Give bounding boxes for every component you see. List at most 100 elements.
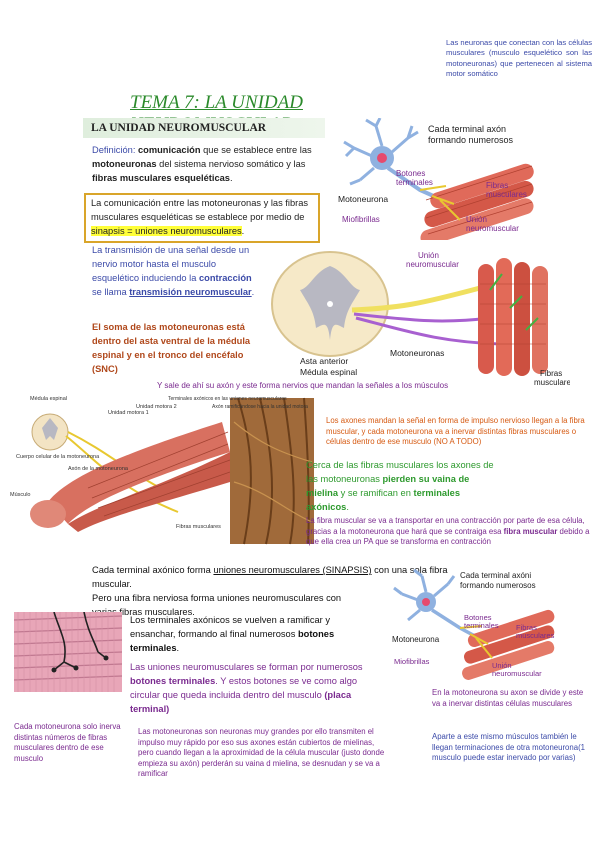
muscle-fiber-bundle — [420, 163, 534, 240]
muscle-photo-svg — [14, 612, 122, 692]
fig2-musculares: musculares — [534, 378, 570, 386]
fig4-neuromuscular: neuromuscular — [492, 669, 542, 678]
muscle-fibers-2 — [478, 258, 548, 376]
definition-fibras: fibras musculares esqueléticas — [92, 172, 230, 183]
fig2-neuromuscular: neuromuscular — [406, 260, 459, 269]
section-header: LA UNIDAD NEUROMUSCULAR — [83, 118, 325, 138]
transmission-p1: La transmisión de una señal desde un ner… — [92, 245, 250, 283]
cada-terminal-d: Pero una fibra nerviosa forma uniones ne… — [92, 592, 342, 617]
soma-paragraph: El soma de las motoneuronas está dentro … — [92, 322, 251, 374]
definition-paragraph: Definición: comunicación que se establec… — [92, 144, 326, 186]
cerca-text3: y se ramifican en — [338, 487, 414, 498]
axones-note: Los axones mandan la señal en forma de i… — [326, 416, 585, 447]
sinapsis-box: La comunicación entre las motoneuronas y… — [84, 193, 320, 243]
cerca-text4: terminales axónicos — [306, 487, 460, 512]
fig3-unidad1: Unidad motora 1 — [108, 410, 149, 416]
fig2-asta1: Asta anterior — [300, 356, 348, 366]
cada-terminal-c: con una sola fibra muscular. — [92, 565, 448, 589]
cerca-text2: pierden su vaina de mielina — [306, 473, 470, 498]
fig4-fibras: Fibras — [516, 623, 537, 632]
transmission-term: transmisión neuromuscular — [129, 286, 252, 297]
axon-caption: Y sale de ahí su axón y este forma nervi… — [157, 381, 449, 390]
fibra-text3: debido a que ella crea un PA que se tran… — [306, 526, 590, 547]
bottom-mid-note: Las motoneuronas son neuronas muy grande… — [138, 727, 385, 779]
fig2-asta2: Médula espinal — [300, 367, 357, 377]
muscle-fiber-bundle-2 — [462, 609, 555, 680]
fig4-musculares: musculares — [516, 631, 555, 640]
fig2-motoneuronas: Motoneuronas — [390, 348, 444, 358]
sinapsis-highlight: sinapsis = uniones neuromusculares — [91, 225, 242, 236]
fig4-union: Unión — [492, 661, 512, 670]
definition-end: . — [229, 172, 233, 183]
cerca-note: Cerca de las fibras musculares los axone… — [306, 459, 502, 515]
uniones-d: (placa terminal) — [130, 689, 352, 714]
definition-text2: del sistema nervioso somático y las — [156, 158, 306, 169]
bottom-right-note-1: En la motoneurona su axon se divide y es… — [432, 688, 584, 708]
fig1-neuromuscular: neuromuscular — [466, 224, 519, 233]
fig4-miofibrillas: Miofibrillas — [394, 657, 430, 666]
spinal-cord-illustration: Unión neuromuscular Motoneuronas Asta an… — [271, 251, 570, 386]
fig3-axon-mot: Axón de la motoneurona — [68, 466, 129, 472]
fig2-fibras: Fibras — [540, 369, 562, 378]
fig3-terminales: Terminales axónicos en las uniones neuro… — [168, 396, 287, 402]
figure-motor-units: Médula espinal Unidad motora 1 Unidad mo… — [8, 392, 320, 548]
fig1-title2: formando numerosos — [428, 135, 514, 145]
fig1-motoneurona: Motoneurona — [338, 194, 388, 204]
terminales-paragraph: Los terminales axónicos se vuelven a ram… — [130, 614, 348, 656]
terminales-b: botones terminales — [130, 628, 335, 653]
figure-motoneuron-2: Cada terminal axóni formando numerosos B… — [390, 568, 560, 682]
bottom-right-note-2: Aparte a este mismo músculos también le … — [432, 732, 585, 763]
motor-units-illustration: Médula espinal Unidad motora 1 Unidad mo… — [10, 396, 314, 545]
figure-motoneuron-1: Cada terminal axón formando numerosos Bo… — [336, 118, 542, 240]
fig4-motoneurona: Motoneurona — [392, 635, 440, 644]
motoneuron-illustration-1: Cada terminal axón formando numerosos Bo… — [336, 118, 542, 240]
cerca-text1: Cerca de las fibras musculares los axone… — [306, 460, 494, 484]
fig3-unidad2: Unidad motora 2 — [136, 404, 177, 410]
transmission-end: . — [251, 286, 255, 297]
cada-terminal-paragraph: Cada terminal axónico forma uniones neur… — [92, 564, 472, 620]
muscle-bundle-3 — [30, 422, 231, 532]
fig4-title2: formando numerosos — [460, 581, 536, 590]
definition-label: Definición: — [92, 145, 136, 155]
fig1-terminales: terminales — [396, 178, 433, 187]
cada-terminal-b: uniones neuromusculares (SINAPSIS) — [213, 565, 372, 575]
definition-text1: que se establece entre las — [200, 145, 312, 155]
bottom-left-note: Cada motoneurona solo inerva distintas n… — [14, 722, 121, 763]
sinapsis-text: La comunicación entre las motoneuronas y… — [91, 198, 309, 222]
terminales-a: Los terminales axónicos se vuelven a ram… — [130, 615, 330, 639]
fig4-title1: Cada terminal axóni — [460, 571, 531, 580]
transmission-p1c: se llama — [92, 286, 130, 297]
fig1-botones: Botones — [396, 169, 425, 178]
cerca-text5: . — [346, 501, 349, 512]
spinal-cord-small — [31, 413, 69, 451]
fig3-musculo: Músculo — [10, 492, 30, 498]
definition-term: comunicación — [138, 145, 201, 155]
transmission-paragraph: La transmisión de una señal desde un ner… — [92, 244, 264, 300]
fibra-text1: La fibra muscular se va a transportar en… — [306, 516, 585, 536]
fig3-cuerpo: Cuerpo celular de la motoneurona — [16, 454, 100, 460]
fig1-musculares: musculares — [486, 190, 527, 199]
terminales-c: . — [176, 642, 180, 653]
cada-terminal-a: Cada terminal axónico forma — [92, 565, 214, 575]
sinapsis-end: . — [241, 225, 245, 236]
uniones-a: Las uniones neuromusculares se forman po… — [130, 662, 363, 672]
fig3-medula: Médula espinal — [30, 396, 67, 402]
motoneuron-illustration-2: Cada terminal axóni formando numerosos B… — [392, 568, 555, 680]
uniones-b: botones terminales — [130, 675, 216, 686]
micrograph — [230, 397, 314, 545]
uniones-paragraph: Las uniones neuromusculares se forman po… — [130, 661, 378, 717]
fig2-union: Unión — [418, 251, 439, 260]
definition-motoneuronas: motoneuronas — [92, 158, 157, 169]
fig1-union: Unión — [466, 215, 487, 224]
spinal-cord-section — [271, 251, 389, 357]
fibra-note: La fibra muscular se va a transportar en… — [306, 516, 594, 548]
uniones-c: . Y estos botones se ve como algo circul… — [130, 675, 358, 700]
top-note: Las neuronas que conectan con las célula… — [446, 38, 592, 78]
muscle-photo — [14, 612, 122, 692]
fig4-botones: Botones — [464, 613, 492, 622]
transmission-contraccion: contracción — [199, 272, 252, 283]
figure-spinal-cord: Unión neuromuscular Motoneuronas Asta an… — [270, 244, 570, 386]
fig3-fibras: Fibras musculares — [176, 524, 221, 530]
fig4-terminales: terminales — [464, 621, 499, 630]
fig1-fibras: Fibras — [486, 181, 508, 190]
